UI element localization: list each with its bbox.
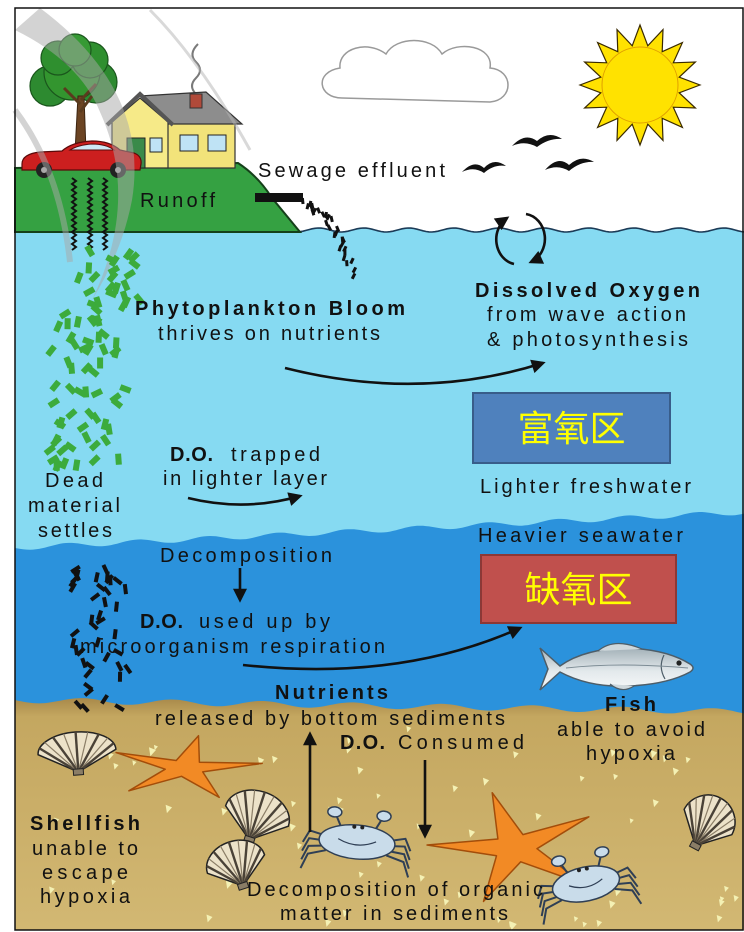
hypoxic-zone-label: 缺氧区 [524, 570, 632, 611]
nutrients-title: Nutrients [275, 682, 388, 704]
shellfish-line2: unable to [32, 838, 138, 860]
shellfish-title: Shellfish [30, 813, 140, 835]
phytoplankton-particle [65, 318, 71, 329]
oxygen-rich-zone-label: 富氧区 [517, 409, 625, 450]
crab-claw [327, 806, 342, 817]
dead-material-line2: material [28, 495, 120, 517]
sun-icon [580, 25, 700, 145]
sun-disc [602, 47, 678, 123]
phytoplankton-particle [96, 332, 103, 343]
nutrients-line2: released by bottom sediments [155, 708, 505, 730]
sewage-particle [343, 249, 346, 255]
sewage-pipe [255, 193, 303, 202]
do-used-up-line2: microorganism respiration [80, 636, 385, 658]
dissolved-oxygen-line3: & photosynthesis [487, 329, 688, 351]
do-used-up-do: D.O. [140, 611, 183, 633]
decomposition-label: Decomposition [160, 545, 332, 567]
do-consumed-rest: Consumed [398, 732, 524, 754]
fish-line2: able to avoid [557, 719, 705, 741]
sewage-particle [345, 260, 348, 266]
dead-material-particle [118, 672, 122, 682]
dissolved-oxygen-title: Dissolved Oxygen [475, 280, 700, 302]
phytoplankton-particle [97, 358, 103, 369]
fish-title: Fish [605, 694, 656, 716]
oxygen-rich-zone-box: 富氧区 [473, 393, 670, 463]
do-trapped-do: D.O. [170, 444, 213, 466]
hypoxic-zone-box: 缺氧区 [481, 555, 676, 623]
runoff-label: Runoff [140, 190, 215, 212]
sediment-decomposition-line1: Decomposition of organic [247, 879, 543, 901]
phytoplankton-particle [115, 453, 122, 464]
shell-hinge [73, 769, 83, 776]
phytoplankton-title: Phytoplankton Bloom [135, 298, 405, 320]
cloud-icon [322, 41, 508, 103]
sewage-particle [301, 198, 305, 204]
do-trapped-line2: in lighter layer [163, 468, 327, 490]
phytoplankton-particle [86, 262, 93, 273]
crab-claw [377, 811, 392, 822]
